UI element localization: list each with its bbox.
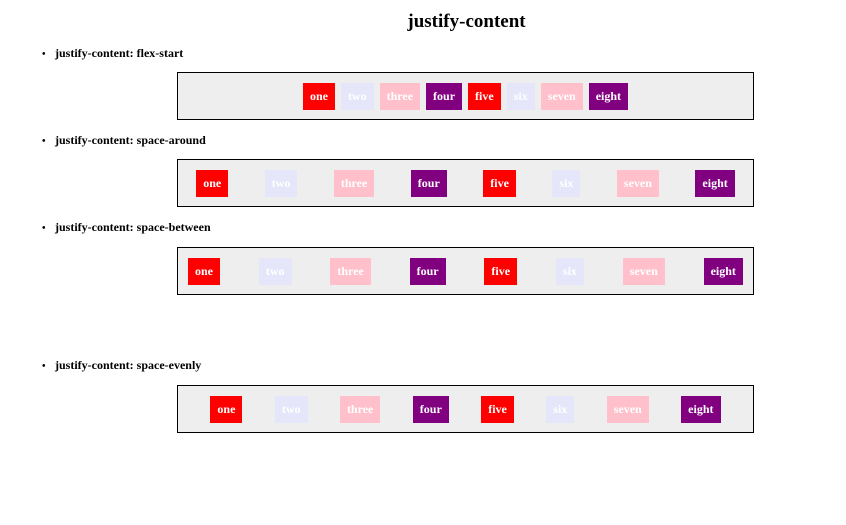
flex-item-one: one	[188, 257, 220, 285]
flex-item-five: five	[483, 169, 516, 197]
page-title: justify-content	[407, 11, 526, 32]
flex-item-six: six	[546, 395, 575, 423]
section-label-space-between: • justify-content: space-between	[42, 220, 211, 236]
section-label-flex-start: • justify-content: flex-start	[42, 46, 183, 62]
flex-item-four: four	[410, 169, 447, 197]
flex-container-space-around: one two three four five six seven eight	[177, 159, 754, 207]
flex-container-flex-start: one two three four five six seven eight	[177, 72, 754, 120]
flex-item-three: three	[333, 169, 375, 197]
flex-item-five: five	[481, 395, 514, 423]
section-label-text: justify-content: space-between	[55, 220, 211, 234]
flex-item-eight: eight	[703, 257, 743, 285]
flex-item-seven: seven	[540, 82, 583, 110]
flex-item-six: six	[555, 257, 584, 285]
flex-item-four: four	[426, 82, 463, 110]
flex-item-two: two	[340, 82, 374, 110]
flex-item-five: five	[468, 82, 501, 110]
flex-container-space-between: one two three four five six seven eight	[177, 247, 754, 295]
bullet-icon: •	[42, 136, 46, 147]
flex-item-one: one	[210, 395, 243, 423]
flex-item-six: six	[506, 82, 535, 110]
flex-item-eight: eight	[588, 82, 629, 110]
flex-item-one: one	[196, 169, 229, 197]
flex-item-seven: seven	[622, 257, 665, 285]
flex-item-four: four	[412, 395, 449, 423]
flex-item-five: five	[484, 257, 518, 285]
flex-item-two: two	[274, 395, 308, 423]
flex-item-three: three	[330, 257, 371, 285]
section-label-space-evenly: • justify-content: space-evenly	[42, 358, 201, 374]
flex-item-eight: eight	[695, 169, 735, 197]
flex-container-space-evenly: one two three four five six seven eight	[177, 385, 754, 433]
flex-item-seven: seven	[616, 169, 659, 197]
section-label-text: justify-content: space-evenly	[55, 358, 202, 372]
flex-item-three: three	[379, 82, 421, 110]
section-label-text: justify-content: flex-start	[55, 46, 184, 60]
bullet-icon: •	[42, 49, 46, 60]
flex-item-two: two	[258, 257, 292, 285]
bullet-icon: •	[42, 223, 46, 234]
section-label-text: justify-content: space-around	[55, 133, 206, 147]
flex-item-four: four	[409, 257, 446, 285]
flex-item-one: one	[302, 82, 335, 110]
flex-item-eight: eight	[681, 395, 721, 423]
section-label-space-around: • justify-content: space-around	[42, 133, 206, 149]
flex-item-seven: seven	[606, 395, 649, 423]
flex-item-six: six	[552, 169, 581, 197]
bullet-icon: •	[42, 361, 46, 372]
flex-item-three: three	[339, 395, 381, 423]
flex-item-two: two	[264, 169, 298, 197]
